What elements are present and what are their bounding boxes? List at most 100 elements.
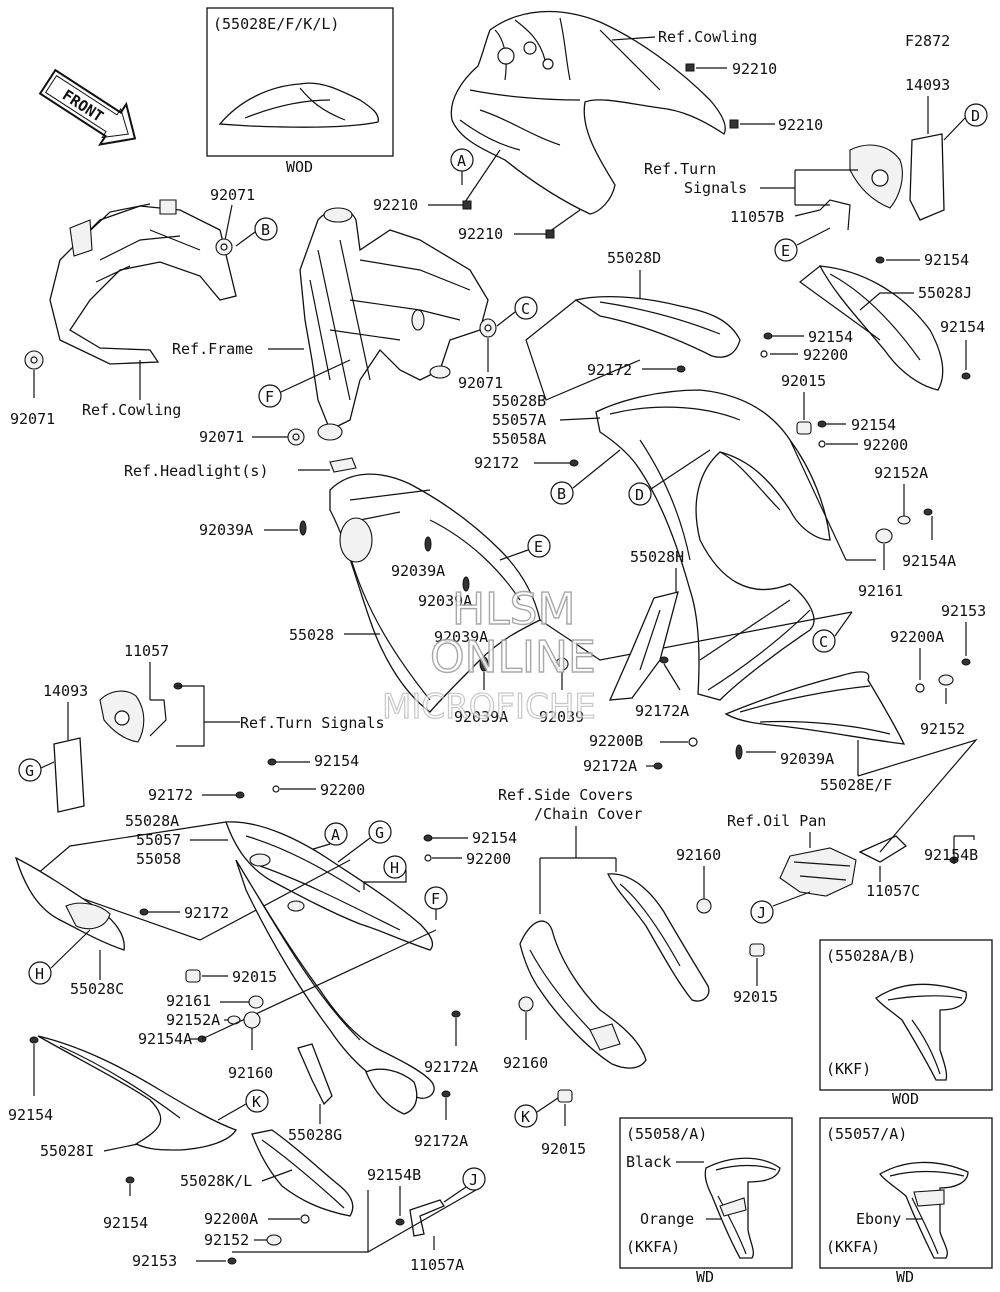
inset-mid-footer: WD [696,1268,714,1286]
callout-e-fairing [527,534,551,558]
ref-cowling-left: Ref.Cowling [82,401,181,419]
label-92154b-a: 92154B [367,1166,421,1184]
label-92210-c: 92210 [373,196,418,214]
callout-k-low-letter: K [252,1093,261,1111]
label-92172a-b: 92172A [583,757,637,775]
callout-k-cover-letter: K [521,1108,530,1126]
inset-mid-color-1: Black [626,1153,671,1171]
callout-j-low [462,1167,486,1191]
label-92161-b: 92161 [166,992,211,1010]
callout-f-low-letter: F [431,890,440,908]
callout-h-left [18,758,42,782]
callout-c-frame-letter: C [521,300,530,318]
callout-e-top [774,238,798,262]
label-92071-b: 92071 [10,410,55,428]
callout-h-left-letter: G [25,762,34,780]
ref-side-covers-2: /Chain Cover [534,805,642,823]
part-55028-side-fairing [329,473,541,713]
inset-right2-color-1: Ebony [856,1210,901,1228]
inset-right2-title: (55057/A) [826,1125,907,1143]
callout-j-oilpan-letter: J [757,904,766,922]
callout-g-low-letter: H [390,859,399,877]
label-92200-b: 92200 [863,436,908,454]
label-92200a-a: 92200A [890,628,944,646]
inset-right-footer: WOD [892,1090,919,1108]
label-92172-a: 92172 [587,361,632,379]
callout-e-fairing-letter: E [534,538,543,556]
label-92152-a: 92152 [920,720,965,738]
label-92210-a: 92210 [732,60,777,78]
part-55028i-lower-cowl [37,1035,237,1151]
label-92161-a: 92161 [858,582,903,600]
side-cover-rear [606,873,710,1002]
callout-g-left [28,961,52,985]
callout-f-frame [258,384,282,408]
label-92153-a: 92153 [941,602,986,620]
label-92154-h: 92154 [103,1214,148,1232]
inner-cowling-assembly [450,10,726,215]
ref-turn-signals-top-1: Ref.Turn [644,160,716,178]
label-92015-c: 92015 [733,988,778,1006]
callout-b-left-letter: B [261,221,270,239]
label-11057a: 11057A [410,1256,464,1274]
label-92015-a: 92015 [781,372,826,390]
label-92172a-c: 92172A [424,1058,478,1076]
callout-c-frame [514,296,538,320]
label-92200-c: 92200 [320,781,365,799]
label-55028i: 55028I [40,1142,94,1160]
watermark-line2: ONLINE [430,632,596,683]
oil-pan [779,847,857,897]
main-frame [299,207,489,441]
label-55028b: 55028B [492,392,546,410]
label-92200-a: 92200 [803,346,848,364]
side-cover-front [519,920,647,1069]
label-92154-d: 92154 [851,416,896,434]
part-55028b-upper-fairing [595,389,831,701]
callout-b-fairing-letter: B [557,485,566,503]
part-55028h-bracket [608,591,679,701]
label-92039a-d: 92039A [434,628,488,646]
label-55028a: 55028A [125,812,179,830]
callout-a-top-letter: A [457,152,466,170]
callout-j-oilpan [750,900,774,924]
label-92160-a: 92160 [228,1064,273,1082]
part-55028d-panel [574,295,741,358]
label-92154b-b: 92154B [924,846,978,864]
callout-a-low-letter: A [331,826,340,844]
callout-d-top [964,103,988,127]
label-92172-d: 92172 [184,904,229,922]
callout-k-cover [514,1104,538,1128]
label-11057: 11057 [124,642,169,660]
inset-mid-color-2: Orange [640,1210,694,1228]
front-direction-arrow: FRONT [38,68,137,146]
callout-k-low [245,1089,269,1113]
cowling-stay-left [49,199,237,365]
inset-top-left: (55028E/F/K/L) WOD [206,7,394,176]
ref-oil-pan: Ref.Oil Pan [727,812,826,830]
label-92172-b: 92172 [474,454,519,472]
label-92154-e: 92154 [314,752,359,770]
label-92154-g: 92154 [8,1106,53,1124]
callout-g-low [383,855,407,879]
label-92154-b: 92154 [940,318,985,336]
ref-frame: Ref.Frame [172,340,253,358]
label-92154-f: 92154 [472,829,517,847]
label-92152a-b: 92152A [166,1011,220,1029]
turn-signal-bracket-left [53,737,85,813]
ref-cowling-top: Ref.Cowling [658,28,757,46]
inset-top-left-fairing [218,82,379,128]
callout-c-fairing-letter: C [819,633,828,651]
callout-c-fairing [812,629,836,653]
label-92015-d: 92015 [541,1140,586,1158]
ref-turn-signals-left: Ref.Turn Signals [240,714,385,732]
part-55028ef-lower-fairing [724,671,906,745]
callout-d-fairing [628,482,652,506]
label-55028kl: 55028K/L [180,1172,252,1190]
label-92172a-d: 92172A [414,1132,468,1150]
inset-top-left-footer: WOD [286,158,313,176]
inset-top-left-title: (55028E/F/K/L) [213,15,339,33]
label-92153-b: 92153 [132,1252,177,1270]
label-55028h: 55028H [630,548,684,566]
